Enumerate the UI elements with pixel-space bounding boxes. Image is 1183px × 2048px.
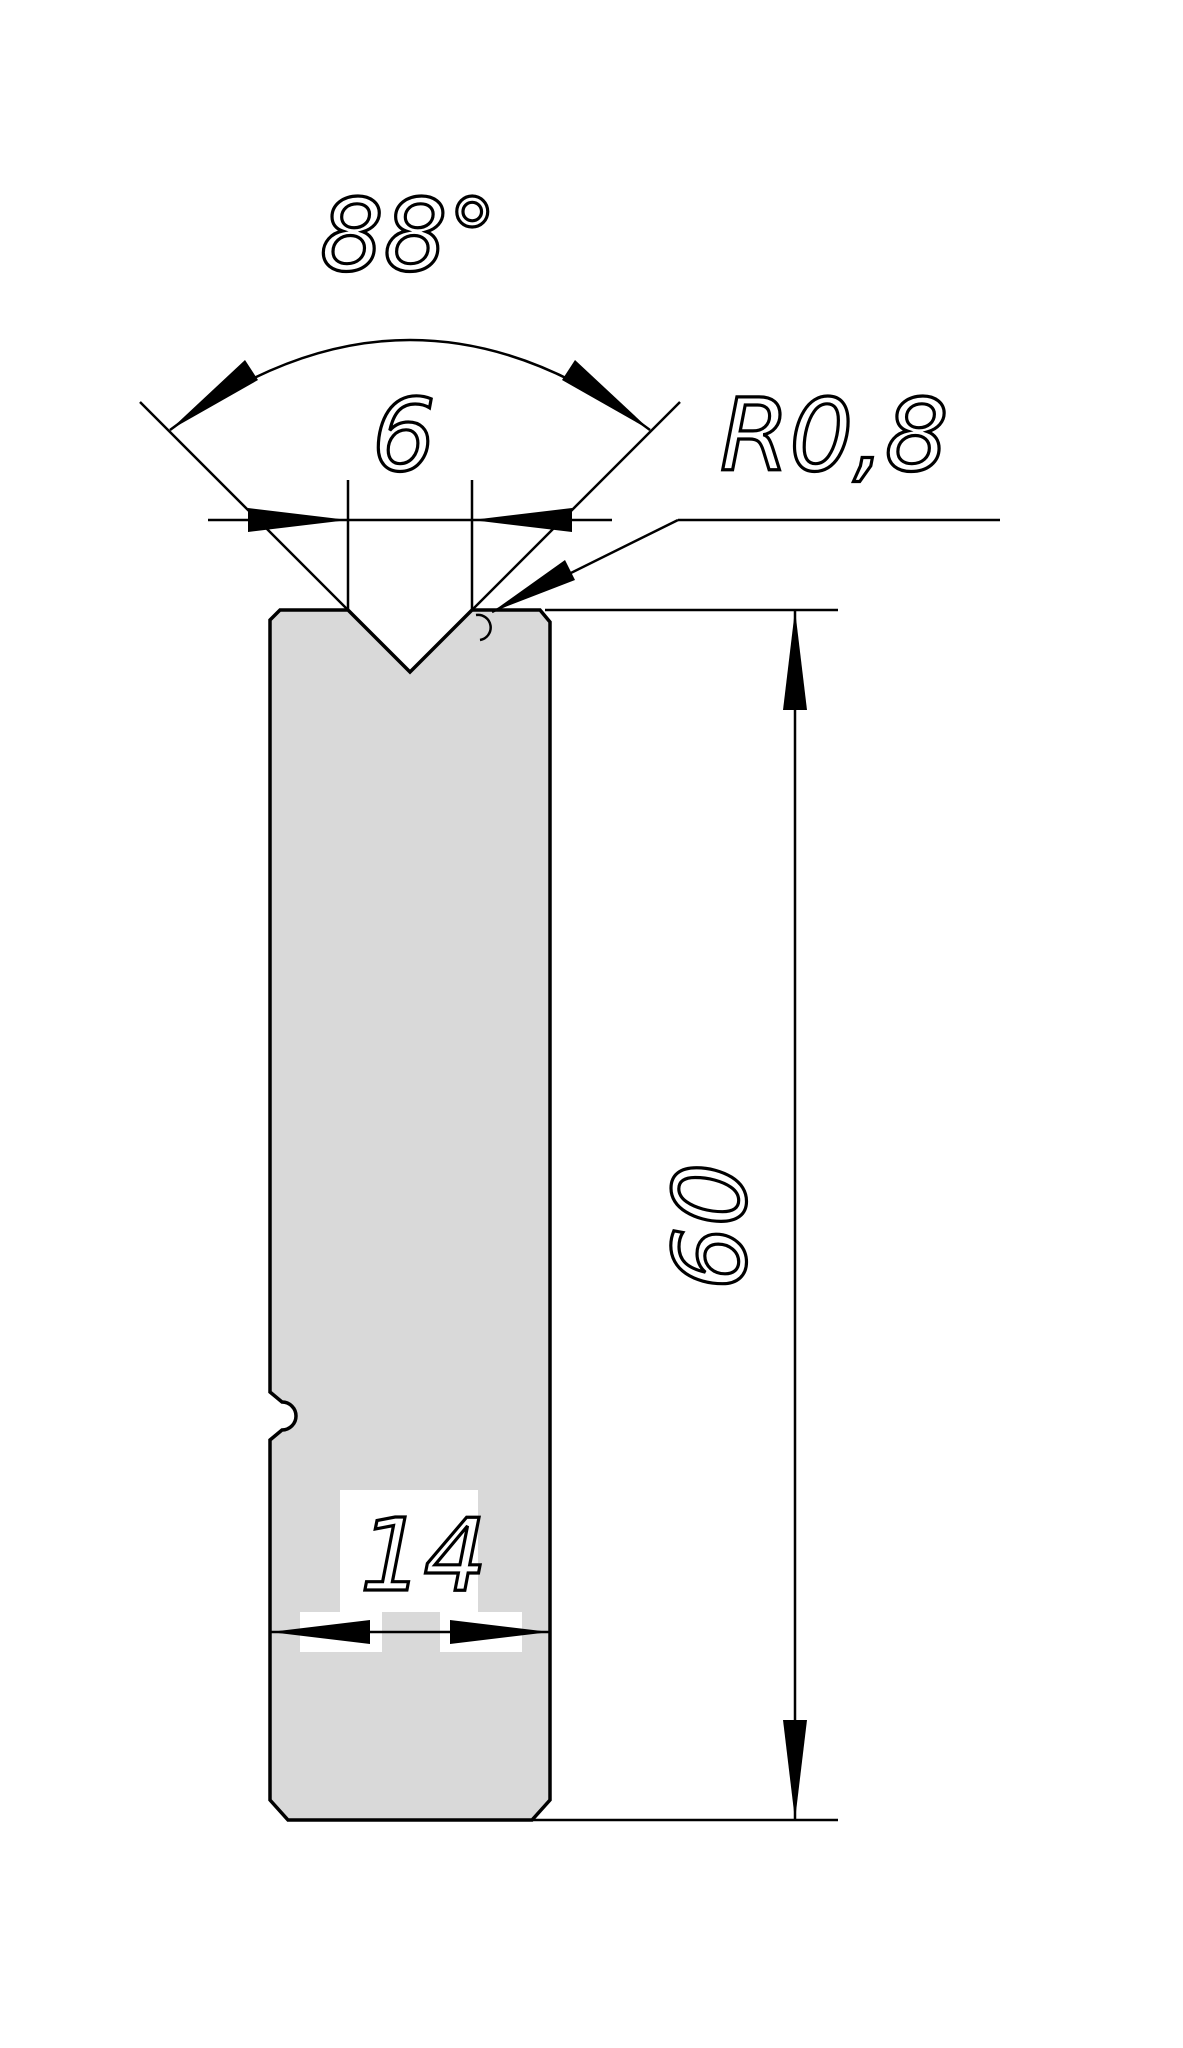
radius-mark xyxy=(475,613,492,642)
width-arrow-left xyxy=(270,1620,370,1644)
opening-arrow-right xyxy=(472,508,572,532)
width-label: 14 xyxy=(360,1497,487,1614)
opening-label: 6 xyxy=(372,377,436,494)
angle-arrow-right xyxy=(562,360,650,430)
opening-arrow-left xyxy=(248,508,348,532)
radius-label: R0,8 xyxy=(720,377,949,494)
angle-label: 88° xyxy=(320,177,497,294)
angle-arrow-left xyxy=(170,360,258,430)
radius-leader-arrow xyxy=(492,560,575,612)
height-arrow-bottom xyxy=(783,1720,807,1820)
width-label-background xyxy=(340,1490,478,1612)
height-label: 60 xyxy=(652,1163,769,1290)
width-arrow-right xyxy=(450,1620,550,1644)
height-arrow-top xyxy=(783,610,807,710)
angle-extension-left xyxy=(139,401,349,611)
angle-extension-right xyxy=(471,401,681,611)
